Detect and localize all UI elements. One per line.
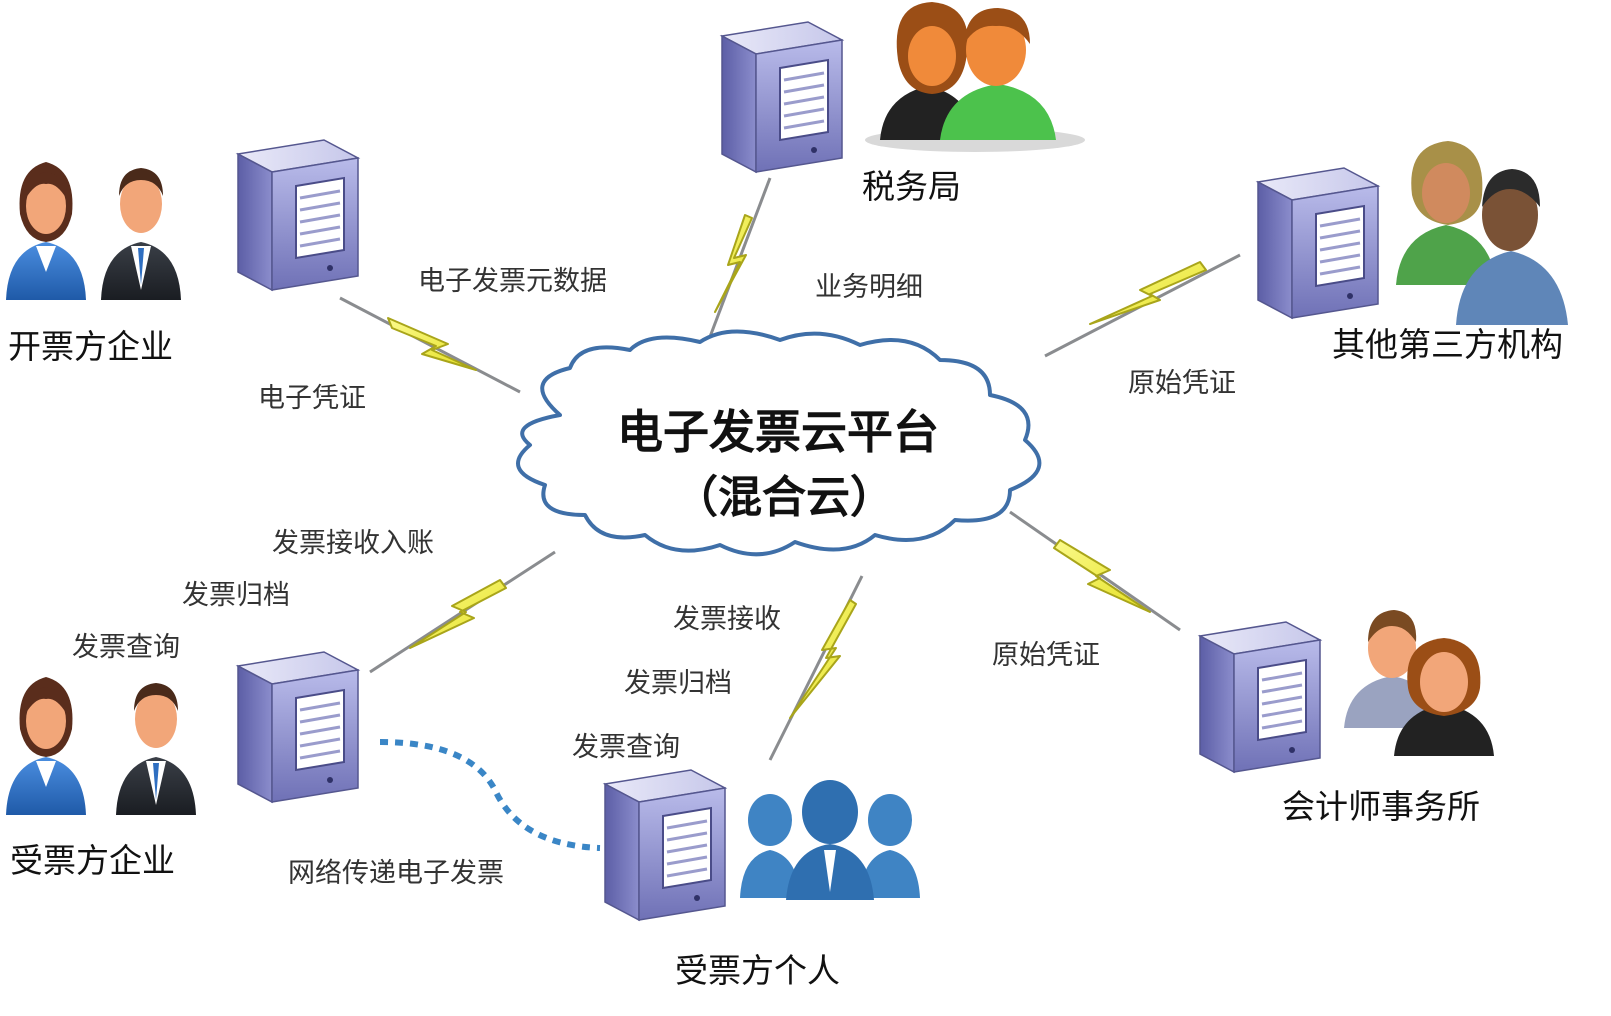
entity-label-third-party: 其他第三方机构 [1332, 325, 1563, 364]
flow-label: 电子凭证 [258, 383, 366, 414]
lightning-icon [714, 214, 753, 313]
flow-label: 发票接收入账 [272, 528, 434, 559]
flow-label: 电子发票元数据 [418, 266, 607, 297]
server-icon [236, 650, 360, 804]
entity-label-tax-bureau: 税务局 [862, 167, 961, 206]
server-icon [720, 20, 844, 174]
flow-label: 发票接收 [673, 604, 781, 635]
people-icon [740, 780, 920, 900]
network-link-dotted [379, 739, 601, 851]
link-receiver-individual [768, 575, 864, 761]
flow-label: 发票归档 [624, 668, 732, 699]
people-icon [865, 2, 1085, 152]
lightning-icon [387, 317, 477, 371]
flow-label-network: 网络传递电子发票 [288, 858, 504, 889]
flow-label: 发票归档 [182, 580, 290, 611]
link-receiver-enterprise [369, 550, 556, 674]
link-accounting [1009, 510, 1181, 632]
server-icon [1256, 166, 1380, 320]
entity-label-receiver-individual: 受票方个人 [675, 951, 840, 990]
lightning-icon [1053, 539, 1151, 613]
flow-label: 发票查询 [572, 732, 680, 763]
business-people-icon [6, 677, 196, 815]
server-icon [603, 768, 727, 922]
link-third-party [1044, 253, 1241, 358]
entity-label-accounting-firm: 会计师事务所 [1282, 787, 1480, 826]
lightning-icon [1089, 261, 1207, 325]
cloud-subtitle: （混合云） [674, 472, 894, 523]
cloud-icon [516, 329, 1042, 557]
entity-label-issuer-enterprise: 开票方企业 [8, 327, 173, 366]
people-icon [1344, 610, 1494, 756]
lightning-icon [409, 579, 507, 649]
lightning-icon [789, 599, 857, 719]
link-issuer [339, 296, 521, 394]
flow-label: 发票查询 [72, 632, 180, 663]
flow-label: 业务明细 [815, 272, 923, 303]
link-tax [703, 177, 772, 351]
business-people-icon [6, 162, 181, 300]
server-icon [236, 138, 360, 292]
people-icon [1396, 141, 1568, 325]
entity-label-receiver-enterprise: 受票方企业 [10, 841, 175, 880]
server-icon [1198, 620, 1322, 774]
cloud-title: 电子发票云平台 [617, 405, 939, 459]
flow-label: 原始凭证 [1128, 368, 1236, 399]
flow-label: 原始凭证 [992, 640, 1100, 671]
